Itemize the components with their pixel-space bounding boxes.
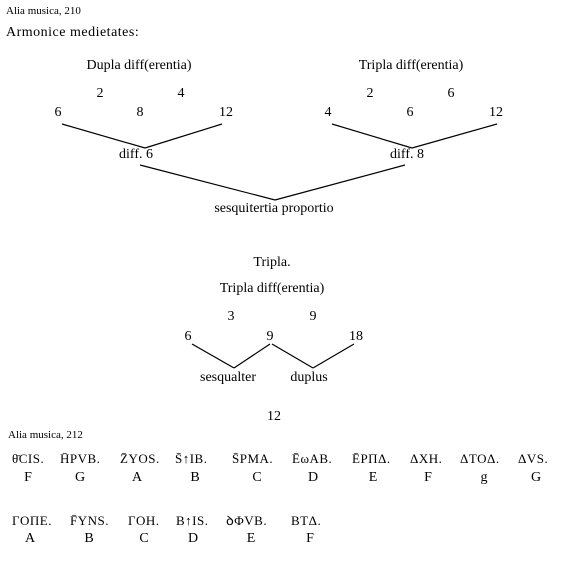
tripla-heading: Tripla. <box>253 255 291 270</box>
notation-symbol: ΔTOΔ. <box>460 451 500 466</box>
notation-symbol: θ̄CIS. <box>12 451 45 466</box>
pitch-letter: C <box>139 531 149 546</box>
notation-symbol: ĒPΠΔ. <box>352 451 391 466</box>
pitch-letter: F <box>306 531 314 546</box>
left-term-value: 6 <box>54 105 62 120</box>
right-diff-value: 6 <box>447 86 455 101</box>
pitch-letter: D <box>187 531 199 546</box>
tripla-term-value: 9 <box>266 329 274 344</box>
notation-symbol: ꝺΦVB. <box>226 513 268 528</box>
notation-symbol: ΓOΠE. <box>12 513 52 528</box>
tripla-left-ratio: sesqualter <box>200 370 256 385</box>
pitch-letter: E <box>368 470 378 485</box>
left-diff-value: 4 <box>177 86 185 101</box>
right-diff-node: diff. 8 <box>390 147 424 162</box>
left-diff-node: diff. 6 <box>119 147 153 162</box>
notation-symbol: ĒωAB. <box>292 451 333 466</box>
right-diff-value: 2 <box>366 86 374 101</box>
left-term-value: 8 <box>136 105 144 120</box>
left-term-value: 12 <box>219 105 233 120</box>
pitch-letter: F <box>24 470 32 485</box>
pitch-letter: A <box>24 531 36 546</box>
notation-symbol: ΓOH. <box>128 513 160 528</box>
pitch-letter: E <box>246 531 256 546</box>
pitch-letter: G <box>74 470 86 485</box>
tripla-right-ratio: duplus <box>290 370 328 385</box>
notation-symbol: BTΔ. <box>291 513 322 528</box>
section-title: Armonice medietates: <box>6 25 140 40</box>
notation-symbol: ΔXH. <box>410 451 443 466</box>
page-reference-2: Alia musica, 212 <box>8 429 83 441</box>
notation-symbol: S̄PMA. <box>232 451 274 466</box>
pitch-letter: B <box>190 470 200 485</box>
joint-proportion-label: sesquitertia proportio <box>214 201 334 216</box>
tripla-term-value: 6 <box>184 329 192 344</box>
pitch-letter: C <box>252 470 262 485</box>
pitch-letter: F <box>424 470 432 485</box>
pitch-letter: D <box>307 470 319 485</box>
notation-symbol: B↑IS. <box>176 513 209 528</box>
right-term-value: 12 <box>489 105 503 120</box>
notation-symbol: H̄PVB. <box>60 451 101 466</box>
tripla-diff-value: 9 <box>309 309 317 324</box>
left-diff-value: 2 <box>96 86 104 101</box>
left-tree-title: Dupla diff(erentia) <box>86 58 192 73</box>
right-tree-title: Tripla diff(erentia) <box>358 58 464 73</box>
tripla-bottom-number: 12 <box>267 409 281 424</box>
notation-symbol: Z̄YOS. <box>120 451 160 466</box>
pitch-letter: G <box>530 470 542 485</box>
tripla-title: Tripla diff(erentia) <box>219 281 325 296</box>
notation-symbol: ΔVS. <box>518 451 549 466</box>
pitch-letter: g <box>480 470 488 485</box>
tripla-diff-value: 3 <box>227 309 235 324</box>
pitch-letter: A <box>131 470 143 485</box>
right-term-value: 6 <box>406 105 414 120</box>
page-reference: Alia musica, 210 <box>6 5 81 17</box>
tripla-term-value: 18 <box>349 329 363 344</box>
notation-symbol: F̄YNS. <box>70 513 109 528</box>
right-term-value: 4 <box>324 105 332 120</box>
pitch-letter: B <box>84 531 94 546</box>
notation-symbol: S̄↑IB. <box>175 451 208 466</box>
